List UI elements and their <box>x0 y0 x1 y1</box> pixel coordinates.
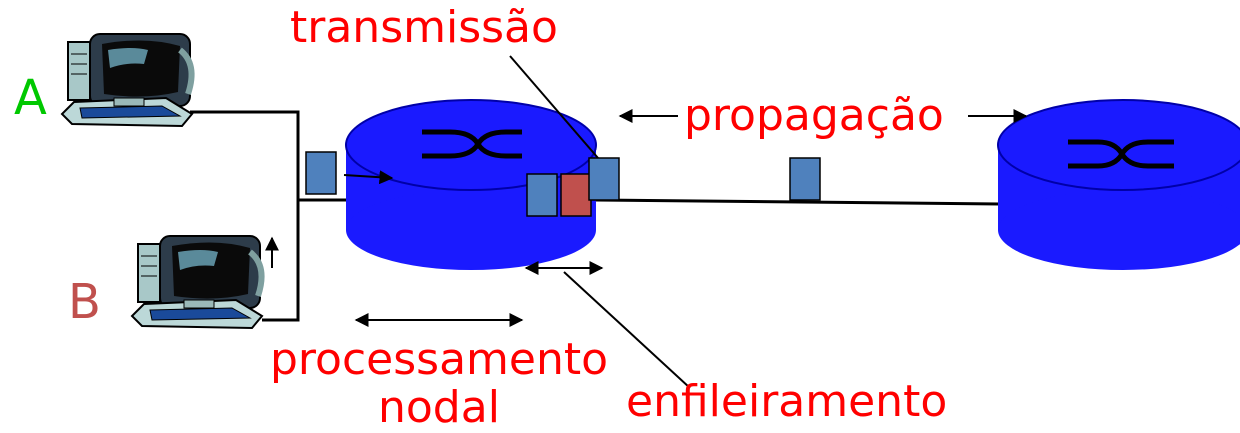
link-host-b <box>262 200 300 322</box>
packet-queued-2 <box>560 173 592 217</box>
packet-direction-arrow <box>343 170 394 185</box>
queueing-pointer-line <box>563 271 691 389</box>
propagation-label: propagação <box>684 90 944 141</box>
processing-label-line1: processamento <box>270 334 609 385</box>
packet-transmitting <box>588 157 620 201</box>
host-b-computer <box>130 235 265 330</box>
router-2 <box>997 99 1240 270</box>
packets <box>305 151 821 217</box>
processing-label-line2: nodal <box>378 382 500 433</box>
link-host-a <box>190 110 300 200</box>
desktop-computer-icon <box>60 33 195 128</box>
router-1 <box>345 99 597 270</box>
link-router-to-router <box>595 198 1001 206</box>
router-crossed-arrows-icon <box>1068 139 1174 169</box>
host-a-computer <box>60 33 195 128</box>
host-a-label: A <box>14 70 47 126</box>
transmission-pointer-line <box>509 55 599 159</box>
router-crossed-arrows-icon <box>422 129 522 159</box>
links <box>190 110 1001 322</box>
host-b-label: B <box>68 274 101 330</box>
packet-incoming <box>305 151 337 195</box>
transmission-label: transmissão <box>290 2 558 53</box>
desktop-computer-icon <box>130 235 265 330</box>
packet-queued-1 <box>526 173 558 217</box>
arrows <box>265 55 1028 389</box>
queueing-label: enfileiramento <box>626 376 948 427</box>
packet-propagating <box>789 157 821 201</box>
